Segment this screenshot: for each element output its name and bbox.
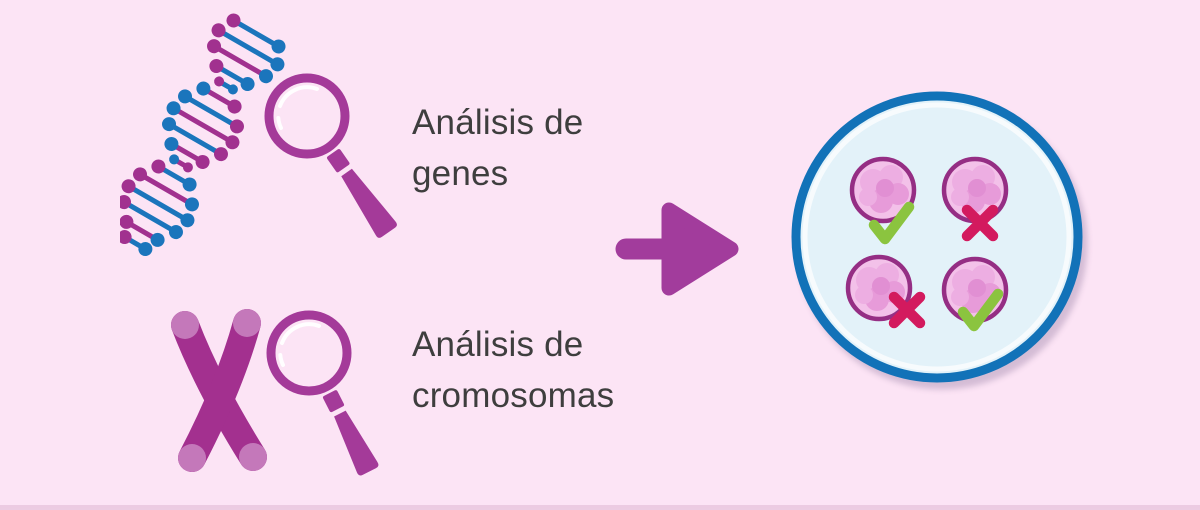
check-icon xyxy=(957,288,1004,332)
petri-dish-rim xyxy=(791,91,1083,383)
label-analisis-genes: Análisis de genes xyxy=(412,103,584,194)
check-icon xyxy=(868,201,915,245)
bottom-edge-shade xyxy=(0,505,1200,510)
chromosome-icon xyxy=(171,309,267,472)
magnifier-cromosomas-icon xyxy=(266,310,379,476)
cross-icon xyxy=(888,291,926,329)
arrow-right-icon xyxy=(615,202,739,296)
cross-icon xyxy=(961,204,999,242)
petri-dish-icon xyxy=(791,91,1083,383)
dna-icon xyxy=(120,13,286,257)
label-analisis-cromosomas: Análisis de cromosomas xyxy=(412,325,615,416)
magnifier-genes-icon xyxy=(264,73,397,238)
